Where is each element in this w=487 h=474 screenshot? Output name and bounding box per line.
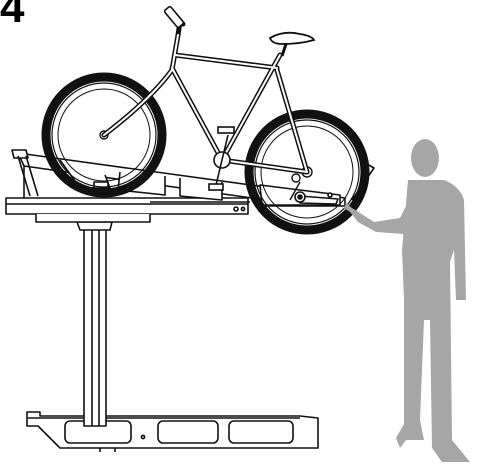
stand-post	[76, 221, 113, 427]
stand-base	[26, 411, 319, 452]
crankset	[208, 126, 235, 191]
saddle	[268, 31, 316, 57]
stand-top-frame	[5, 197, 250, 223]
handlebar	[163, 6, 185, 28]
bicycle-icon	[41, 6, 370, 235]
rear-hub-detail	[289, 173, 301, 201]
step-number: 4	[0, 0, 25, 32]
front-wheel	[41, 72, 167, 198]
rear-wheel	[244, 109, 370, 235]
repair-stand-icon	[5, 149, 375, 452]
person-silhouette-icon	[344, 139, 470, 462]
bike-frame-inner	[103, 34, 308, 173]
